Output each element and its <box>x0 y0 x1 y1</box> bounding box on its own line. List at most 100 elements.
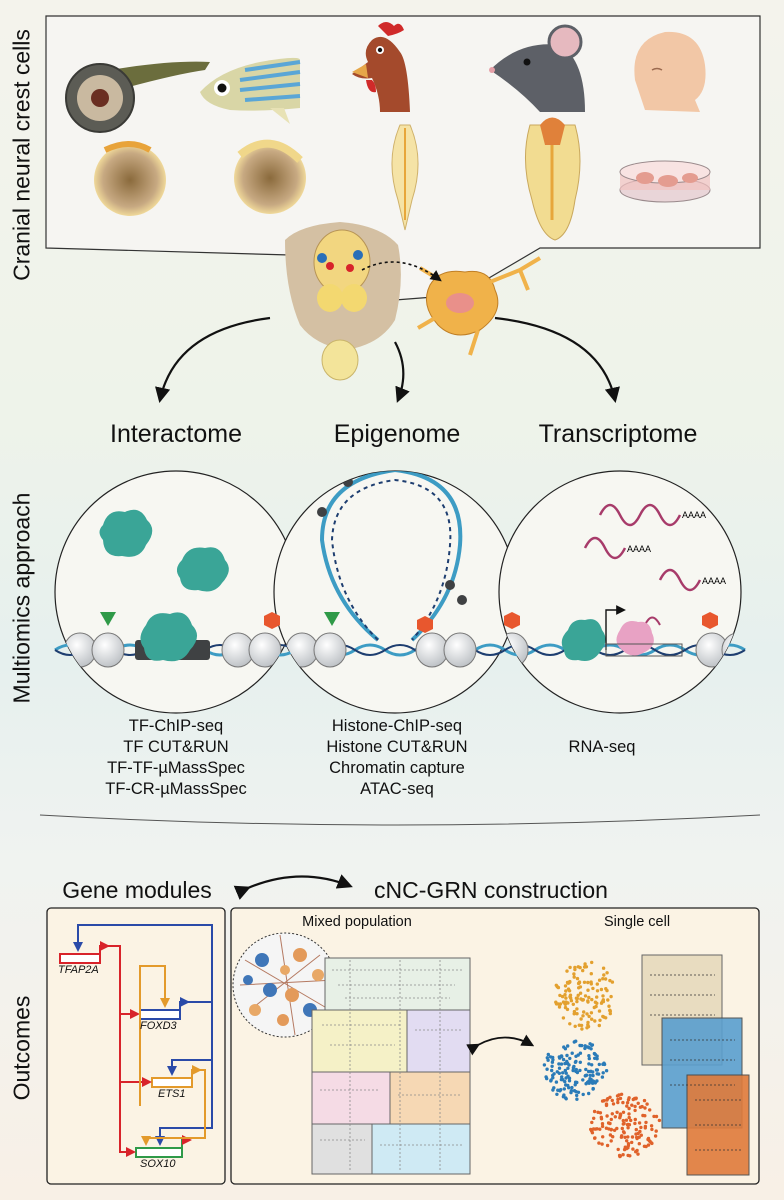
scatter-dot <box>608 1095 612 1100</box>
scatter-dot <box>644 1120 648 1125</box>
scatter-dot <box>557 1062 561 1066</box>
interactome-circle <box>54 470 298 714</box>
scatter-dot <box>568 980 572 984</box>
scatter-dot <box>626 1126 630 1130</box>
lamprey-icon <box>65 61 210 133</box>
scatter-dot <box>601 1135 605 1139</box>
scatter-dot <box>594 1068 599 1072</box>
interactome-methods: TF-ChIP-seq TF CUT&RUN TF-TF-µMassSpec T… <box>105 716 247 800</box>
scatter-dot <box>610 1098 614 1103</box>
scatter-dot <box>611 1135 615 1139</box>
scatter-dot <box>587 1091 591 1096</box>
scatter-dot <box>566 1083 570 1088</box>
scatter-dot <box>557 1005 562 1009</box>
scatter-dot <box>595 1054 599 1058</box>
zebrafish-embryo-icon <box>234 139 306 214</box>
scatter-dot <box>646 1136 651 1141</box>
scatter-dot <box>583 1046 587 1051</box>
scatter-dot <box>560 994 565 999</box>
scatter-dot <box>583 1044 587 1048</box>
interactome-title: Interactome <box>109 420 243 448</box>
scatter-dot <box>580 1027 584 1031</box>
scatter-dot <box>564 989 568 993</box>
scatter-dot <box>546 1052 550 1057</box>
scatter-dot <box>600 1124 605 1129</box>
scatter-dot <box>587 1046 591 1050</box>
epigenome-title: Epigenome <box>333 420 461 448</box>
scatter-dot <box>626 1153 630 1158</box>
scatter-dot <box>606 998 610 1002</box>
scatter-dot <box>566 1066 570 1071</box>
scatter-dot <box>600 1122 605 1126</box>
scatter-dot <box>570 1051 574 1055</box>
scatter-dot <box>600 1075 605 1079</box>
scatter-dot <box>601 966 606 970</box>
scatter-dot <box>627 1123 632 1127</box>
scatter-dot <box>561 1000 566 1004</box>
scatter-dot <box>604 1069 609 1073</box>
scatter-dot <box>558 993 562 998</box>
scatter-dot <box>581 1092 585 1097</box>
scatter-dot <box>583 962 587 966</box>
scatter-dot <box>627 1106 631 1111</box>
scatter-dot <box>600 1142 604 1146</box>
scatter-dot <box>578 1068 582 1073</box>
scatter-dot <box>590 997 594 1002</box>
method-item: ATAC-seq <box>360 780 434 798</box>
scatter-dot <box>611 1102 616 1106</box>
scatter-dot <box>642 1098 647 1103</box>
scatter-dot <box>636 1101 640 1106</box>
scatter-dot <box>544 1075 548 1079</box>
scatter-dot <box>597 1141 601 1145</box>
scatter-dot <box>561 1057 566 1062</box>
scatter-dot <box>605 971 609 975</box>
scatter-dot <box>593 1056 597 1061</box>
scatter-dot <box>599 987 604 992</box>
scatter-dot <box>545 1067 549 1071</box>
scatter-dot <box>565 1007 570 1012</box>
scatter-dot <box>542 1063 547 1067</box>
scatter-dot <box>597 1023 601 1028</box>
scatter-dot <box>591 1127 596 1131</box>
titles-link-arrow <box>233 874 353 900</box>
scatter-dot <box>621 1130 626 1134</box>
polya-label-2: AAAA <box>627 544 652 554</box>
arrow-to-transcriptome <box>494 316 620 404</box>
scatter-dot <box>634 1127 638 1132</box>
scatter-dot <box>568 995 572 999</box>
scatter-dot <box>645 1102 649 1106</box>
scatter-dot <box>591 986 595 991</box>
scatter-dot <box>571 1002 575 1006</box>
scatter-dot <box>633 1108 637 1113</box>
scatter-dot <box>578 1060 582 1065</box>
scatter-dot <box>561 1016 566 1020</box>
scatter-dot <box>587 1056 591 1061</box>
scatter-dot <box>561 1095 566 1099</box>
scatter-dot <box>598 1127 602 1131</box>
scatter-dot <box>631 1147 635 1151</box>
scatter-dot <box>633 1117 637 1122</box>
scatter-dot <box>621 1153 625 1157</box>
scatter-dot <box>595 1001 599 1005</box>
scatter-dot <box>567 1076 572 1080</box>
scatter-dot <box>604 1016 608 1020</box>
scatter-dot <box>607 1004 611 1008</box>
scatter-dot <box>597 978 602 982</box>
scatter-dot <box>589 972 593 976</box>
scatter-dot <box>618 1154 622 1159</box>
scatter-dot <box>568 1022 572 1026</box>
scatter-dot <box>592 1116 596 1121</box>
scatter-dot <box>573 1024 577 1029</box>
scatter-dot <box>633 1104 637 1109</box>
scatter-dot <box>638 1129 642 1134</box>
scatter-dot <box>617 1093 621 1097</box>
chicken-icon <box>352 22 410 112</box>
scatter-dot <box>635 1148 639 1153</box>
scatter-dot <box>577 986 581 990</box>
scatter-dot <box>620 1126 624 1131</box>
scatter-dot <box>634 1097 638 1101</box>
scatter-dot <box>565 969 569 973</box>
scatter-dot <box>639 1125 643 1130</box>
scatter-dot <box>595 1127 599 1131</box>
